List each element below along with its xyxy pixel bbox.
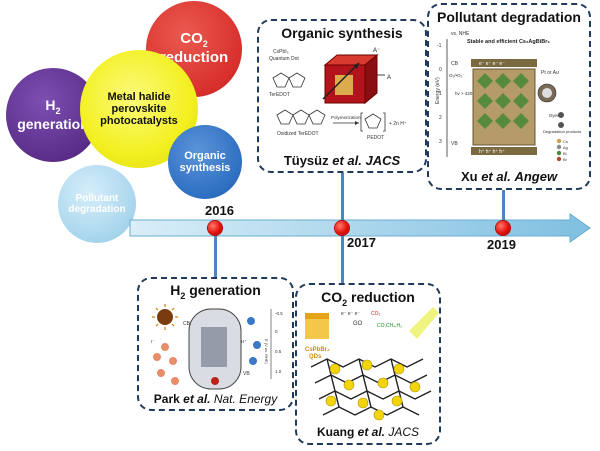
svg-text:h⁺ h⁺ h⁺ h⁺: h⁺ h⁺ h⁺ h⁺ — [479, 149, 505, 155]
svg-text:Cs: Cs — [563, 139, 568, 144]
svg-text:VB: VB — [243, 371, 250, 377]
card-pollutant-degradation: Pollutant degradation vs. NHE Stable and… — [427, 3, 591, 190]
svg-text:-1: -1 — [437, 43, 442, 49]
svg-text:Dyes: Dyes — [549, 113, 560, 118]
svg-text:A⁻: A⁻ — [373, 48, 380, 54]
svg-text:Bi: Bi — [563, 151, 567, 156]
svg-text:O₂/•O₂⁻: O₂/•O₂⁻ — [449, 73, 465, 78]
year-2016: 2016 — [205, 203, 234, 218]
bubble-pollutant-degradation: Pollutant degradation — [58, 165, 136, 243]
card-organic-title: Organic synthesis — [281, 25, 403, 41]
svg-text:TerEDOT: TerEDOT — [269, 92, 290, 98]
svg-text:GO: GO — [353, 321, 363, 327]
bubble-organic-synthesis: Organic synthesis — [168, 125, 242, 199]
card-pollutant-citation: Xu et al. Angew — [460, 169, 558, 184]
card-h2-generation: H2 generation CB VB H⁺ I⁻ -0.5 0 0.5 1.0… — [137, 277, 294, 411]
svg-text:A: A — [387, 75, 391, 81]
organic-figure: CsPbI₃ Quantum Dot TerEDOT A⁻ A Oxidized… — [269, 48, 407, 141]
svg-text:CB: CB — [183, 321, 191, 327]
connector-h2 — [214, 228, 217, 278]
connector-co2 — [341, 228, 344, 283]
svg-text:I⁻: I⁻ — [151, 339, 155, 344]
svg-text:1.0: 1.0 — [275, 369, 282, 374]
bubble-pollutant-label: Pollutant degradation — [68, 193, 126, 215]
connector-pollutant — [502, 190, 505, 228]
pollutant-figure: vs. NHE Stable and efficient Cs₂AgBiBr₆ … — [435, 31, 581, 162]
svg-text:hv > 420 nm: hv > 420 nm — [455, 91, 480, 96]
bubble-h2-label: H2 generation — [17, 96, 89, 132]
card-co2-title: CO2 reduction — [321, 289, 415, 308]
svg-text:E (V vs. RHE): E (V vs. RHE) — [264, 339, 269, 365]
timeline-dot-2019 — [496, 221, 510, 235]
timeline-dot-2017 — [335, 221, 349, 235]
card-organic-synthesis: Organic synthesis CsPbI₃ Quantum Dot Ter… — [257, 19, 427, 173]
svg-text:QDs: QDs — [309, 354, 322, 360]
bubble-organic-label: Organic synthesis — [179, 149, 231, 174]
year-2017: 2017 — [347, 235, 376, 250]
bubble-metal-halide-perovskite: Metal halide perovskite photocatalysts — [80, 50, 198, 168]
svg-text:Br: Br — [563, 157, 568, 162]
svg-text:CsPbBr₃: CsPbBr₃ — [305, 347, 330, 353]
svg-text:3: 3 — [439, 139, 442, 145]
card-h2-title: H2 generation — [170, 282, 261, 301]
svg-text:e⁻ e⁻ e⁻ e⁻: e⁻ e⁻ e⁻ e⁻ — [479, 61, 505, 67]
bubble-co2-label: CO2 reduction — [159, 30, 229, 67]
svg-text:0: 0 — [439, 67, 442, 73]
connector-organic — [341, 172, 344, 228]
svg-text:vs. NHE: vs. NHE — [451, 31, 470, 37]
svg-text:+ 2n H⁺: + 2n H⁺ — [389, 121, 407, 127]
card-co2-citation: Kuang et al. JACS — [316, 425, 420, 439]
year-2019: 2019 — [487, 237, 516, 252]
svg-text:2: 2 — [439, 115, 442, 121]
svg-text:1: 1 — [439, 91, 442, 97]
svg-text:Quantum Dot: Quantum Dot — [269, 56, 299, 62]
card-pollutant-title: Pollutant degradation — [437, 9, 581, 25]
timeline-dot-2016 — [208, 221, 222, 235]
svg-text:CO₂: CO₂ — [371, 311, 381, 317]
h2-figure: CB VB H⁺ I⁻ -0.5 0 0.5 1.0 E (V vs. RHE) — [151, 304, 283, 390]
svg-text:CO,CH₄,H₂: CO,CH₄,H₂ — [377, 323, 402, 329]
bubble-center-label: Metal halide perovskite photocatalysts — [100, 90, 178, 128]
card-h2-citation: Park et al. Nat. Energy — [153, 392, 278, 406]
co2-figure: CsPbBr₃ QDs e⁻ e⁻ e⁻ GO CO₂ CO,CH₄,H₂ — [305, 307, 439, 421]
card-co2-reduction: CO2 reduction CsPbBr₃ QDs e⁻ e⁻ e⁻ GO CO… — [295, 283, 441, 445]
card-organic-citation: Tüysüz et al. JACS — [283, 153, 401, 168]
svg-text:Stable and efficient Cs₂AgBiBr: Stable and efficient Cs₂AgBiBr₆ — [467, 39, 550, 45]
svg-text:CsPbI₃: CsPbI₃ — [273, 49, 289, 55]
svg-text:Energy (eV): Energy (eV) — [435, 77, 441, 104]
svg-text:CB: CB — [451, 61, 459, 67]
svg-text:H⁺: H⁺ — [241, 339, 247, 344]
svg-text:Degradation products: Degradation products — [543, 129, 581, 134]
svg-text:0: 0 — [275, 329, 278, 334]
svg-text:e⁻ e⁻ e⁻: e⁻ e⁻ e⁻ — [341, 311, 360, 317]
svg-text:Polymerization: Polymerization — [331, 115, 361, 120]
svg-text:VB: VB — [451, 141, 458, 147]
svg-text:Oxidized TerEDOT: Oxidized TerEDOT — [277, 131, 319, 137]
svg-text:0.5: 0.5 — [275, 349, 282, 354]
svg-text:Ag: Ag — [563, 145, 568, 150]
svg-text:Pt or Au: Pt or Au — [541, 70, 559, 76]
svg-text:-0.5: -0.5 — [275, 311, 283, 316]
svg-text:PEDOT: PEDOT — [367, 135, 384, 141]
